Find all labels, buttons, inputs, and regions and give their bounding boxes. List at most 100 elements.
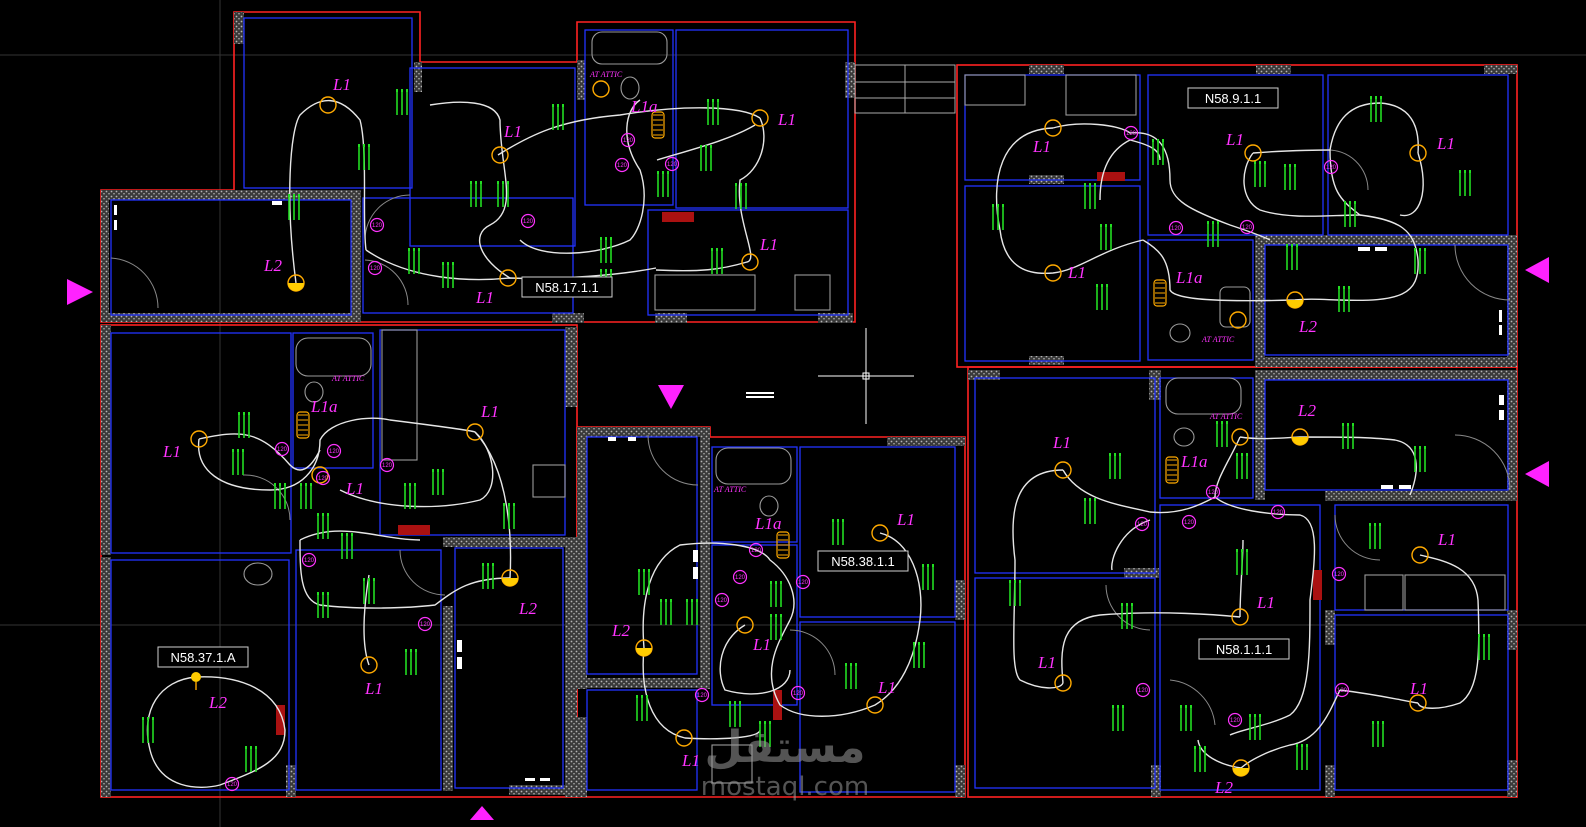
ceiling-light-icon <box>311 466 329 484</box>
socket-icon <box>636 695 648 721</box>
attic-note: AT ATTIC <box>1209 412 1243 421</box>
socket-icon <box>660 599 672 625</box>
socket-icon <box>1286 244 1298 270</box>
socket-icon <box>470 181 482 207</box>
circuit-label: L1 <box>1032 137 1051 156</box>
ceiling-light-icon <box>751 109 769 127</box>
circuit-label: L1 <box>1256 593 1275 612</box>
ceiling-light-icon <box>1411 546 1429 564</box>
circuit-label: L1 <box>752 635 771 654</box>
unit-tag-text: N58.9.1.1 <box>1205 91 1261 106</box>
unit-tag: N58.17.1.1 <box>521 276 613 298</box>
junction-tag-text: 120 <box>227 782 238 788</box>
ceiling-light-icon <box>1244 144 1262 162</box>
socket-icon <box>1112 705 1124 731</box>
socket-icon <box>638 569 650 595</box>
socket-icon <box>274 483 286 509</box>
circuit-label: L1 <box>475 288 494 307</box>
junction-tag-icon: 120 <box>274 441 290 457</box>
cursor-crosshair-icon[interactable] <box>818 328 914 424</box>
junction-tag-text: 120 <box>751 548 762 554</box>
junction-tag-text: 120 <box>717 598 728 604</box>
socket-icon <box>552 104 564 130</box>
unit-tag-text: N58.37.1.A <box>170 650 235 665</box>
junction-tag-icon: 120 <box>367 260 383 276</box>
exhaust-fan-icon <box>776 531 790 559</box>
socket-icon <box>142 717 154 743</box>
socket-icon <box>1342 423 1354 449</box>
ceiling-light-icon <box>466 423 484 441</box>
exhaust-fan-icon <box>651 111 665 139</box>
junction-tag-text: 120 <box>318 476 329 482</box>
circuit-label: L1a <box>1175 268 1202 287</box>
circuit-label: L1 <box>332 75 351 94</box>
socket-icon <box>405 649 417 675</box>
socket-icon <box>1084 183 1096 209</box>
unit-tag-text: N58.38.1.1 <box>831 554 895 569</box>
circuit-label: L2 <box>208 693 227 712</box>
ceiling-light-icon <box>1409 694 1427 712</box>
circuit-label: L2 <box>1214 778 1233 797</box>
socket-icon <box>992 204 1004 230</box>
junction-tag-text: 120 <box>420 622 431 628</box>
junction-tag-text: 120 <box>1126 131 1137 137</box>
socket-icon <box>396 89 408 115</box>
junction-tag-icon: 120 <box>748 542 764 558</box>
ceiling-light-icon <box>287 274 305 292</box>
ceiling-light-icon <box>191 672 201 690</box>
attic-notes: AT ATTIC AT ATTIC AT ATTIC AT ATTIC AT A… <box>331 70 1243 494</box>
junction-tag-text: 120 <box>735 575 746 581</box>
junction-tag-icon: 120 <box>417 616 433 632</box>
socket-icon <box>1216 421 1228 447</box>
junction-tag-text: 120 <box>304 558 315 564</box>
circuit-label: L1 <box>1409 679 1428 698</box>
socket-icon <box>503 503 515 529</box>
junction-tag-icon: 120 <box>694 687 710 703</box>
ceiling-light-icon <box>1232 759 1250 777</box>
junction-tag-text: 120 <box>1337 688 1348 694</box>
socket-icon <box>341 533 353 559</box>
door-swings <box>110 149 1511 726</box>
socket-icon <box>1084 498 1096 524</box>
circuit-label: L1a <box>1180 452 1207 471</box>
junction-tag-text: 120 <box>697 693 708 699</box>
socket-icon <box>238 412 250 438</box>
socket-icon <box>432 469 444 495</box>
socket-icon <box>317 592 329 618</box>
ceiling-light-icon <box>499 269 517 287</box>
circuit-label: L1 <box>1437 530 1456 549</box>
ceiling-light-icon <box>1054 461 1072 479</box>
socket-icon <box>442 262 454 288</box>
junction-tag-text: 120 <box>667 162 678 168</box>
circuit-label: L2 <box>1297 401 1316 420</box>
ceiling-light-icon <box>592 80 610 98</box>
socket-icon <box>759 721 771 747</box>
socket-icon <box>497 181 509 207</box>
socket-icon <box>1109 453 1121 479</box>
socket-icon <box>845 663 857 689</box>
socket-icon <box>358 144 370 170</box>
junction-tag-text: 120 <box>1138 688 1149 694</box>
junction-tag-icon: 120 <box>664 156 680 172</box>
junction-tag-icon: 120 <box>1331 566 1347 582</box>
junction-tag-text: 120 <box>1208 490 1219 496</box>
circuit-label: L2 <box>518 599 537 618</box>
ceiling-light-icon <box>1409 144 1427 162</box>
socket-icon <box>1369 523 1381 549</box>
socket-icon <box>1180 705 1192 731</box>
junction-tag-icon: 120 <box>1227 712 1243 728</box>
watermark-arabic: مستقل <box>705 722 866 773</box>
circuit-label: L1 <box>1052 433 1071 452</box>
circuit-label: L1 <box>759 235 778 254</box>
junction-tag-text: 120 <box>1326 165 1337 171</box>
ceiling-light-icon <box>491 146 509 164</box>
circuit-label: L2 <box>263 256 282 275</box>
plumbing-fixtures <box>243 31 1506 784</box>
annotation-ticks <box>114 201 1504 781</box>
ceiling-light-icon <box>1044 264 1062 282</box>
socket-icon <box>245 746 257 772</box>
ceiling-light-icon <box>736 616 754 634</box>
lighting-wiring <box>146 99 1480 788</box>
ceiling-light-icon <box>1054 674 1072 692</box>
